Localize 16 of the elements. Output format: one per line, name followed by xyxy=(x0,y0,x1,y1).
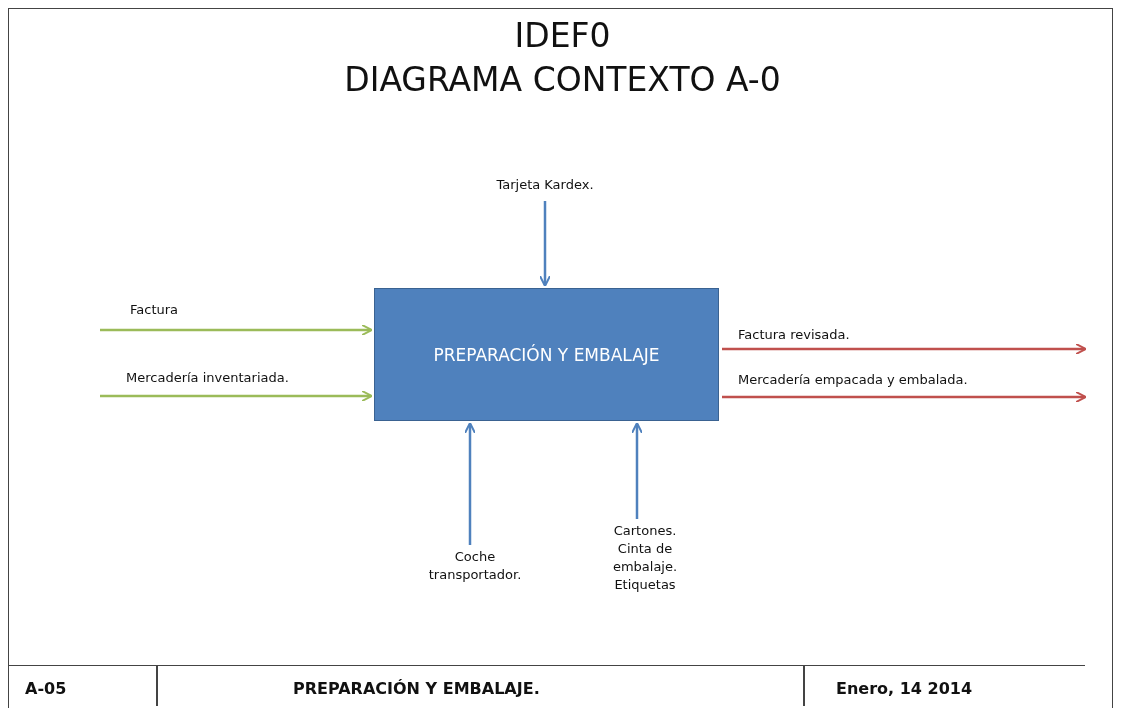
text-label: Coche transportador. xyxy=(415,548,535,588)
process-box: PREPARACIÓN Y EMBALAJE xyxy=(374,288,719,421)
text-label: Tarjeta Kardex. xyxy=(470,176,620,198)
text-label: Cartones. Cinta de embalaje. Etiquetas xyxy=(597,522,693,598)
arrow xyxy=(464,422,476,545)
footer-text: PREPARACIÓN Y EMBALAJE. xyxy=(293,679,540,698)
footer-text: A-05 xyxy=(25,679,67,698)
arrow xyxy=(722,343,1087,355)
footer-text: Enero, 14 2014 xyxy=(836,679,973,698)
arrow xyxy=(722,391,1087,403)
title: IDEF0 DIAGRAMA CONTEXTO A-0 xyxy=(343,15,782,101)
arrow xyxy=(100,324,373,336)
edge-label: Mercadería empacada y embalada. xyxy=(738,372,968,388)
arrow xyxy=(100,390,373,402)
arrow xyxy=(539,201,551,287)
arrow xyxy=(631,422,643,519)
